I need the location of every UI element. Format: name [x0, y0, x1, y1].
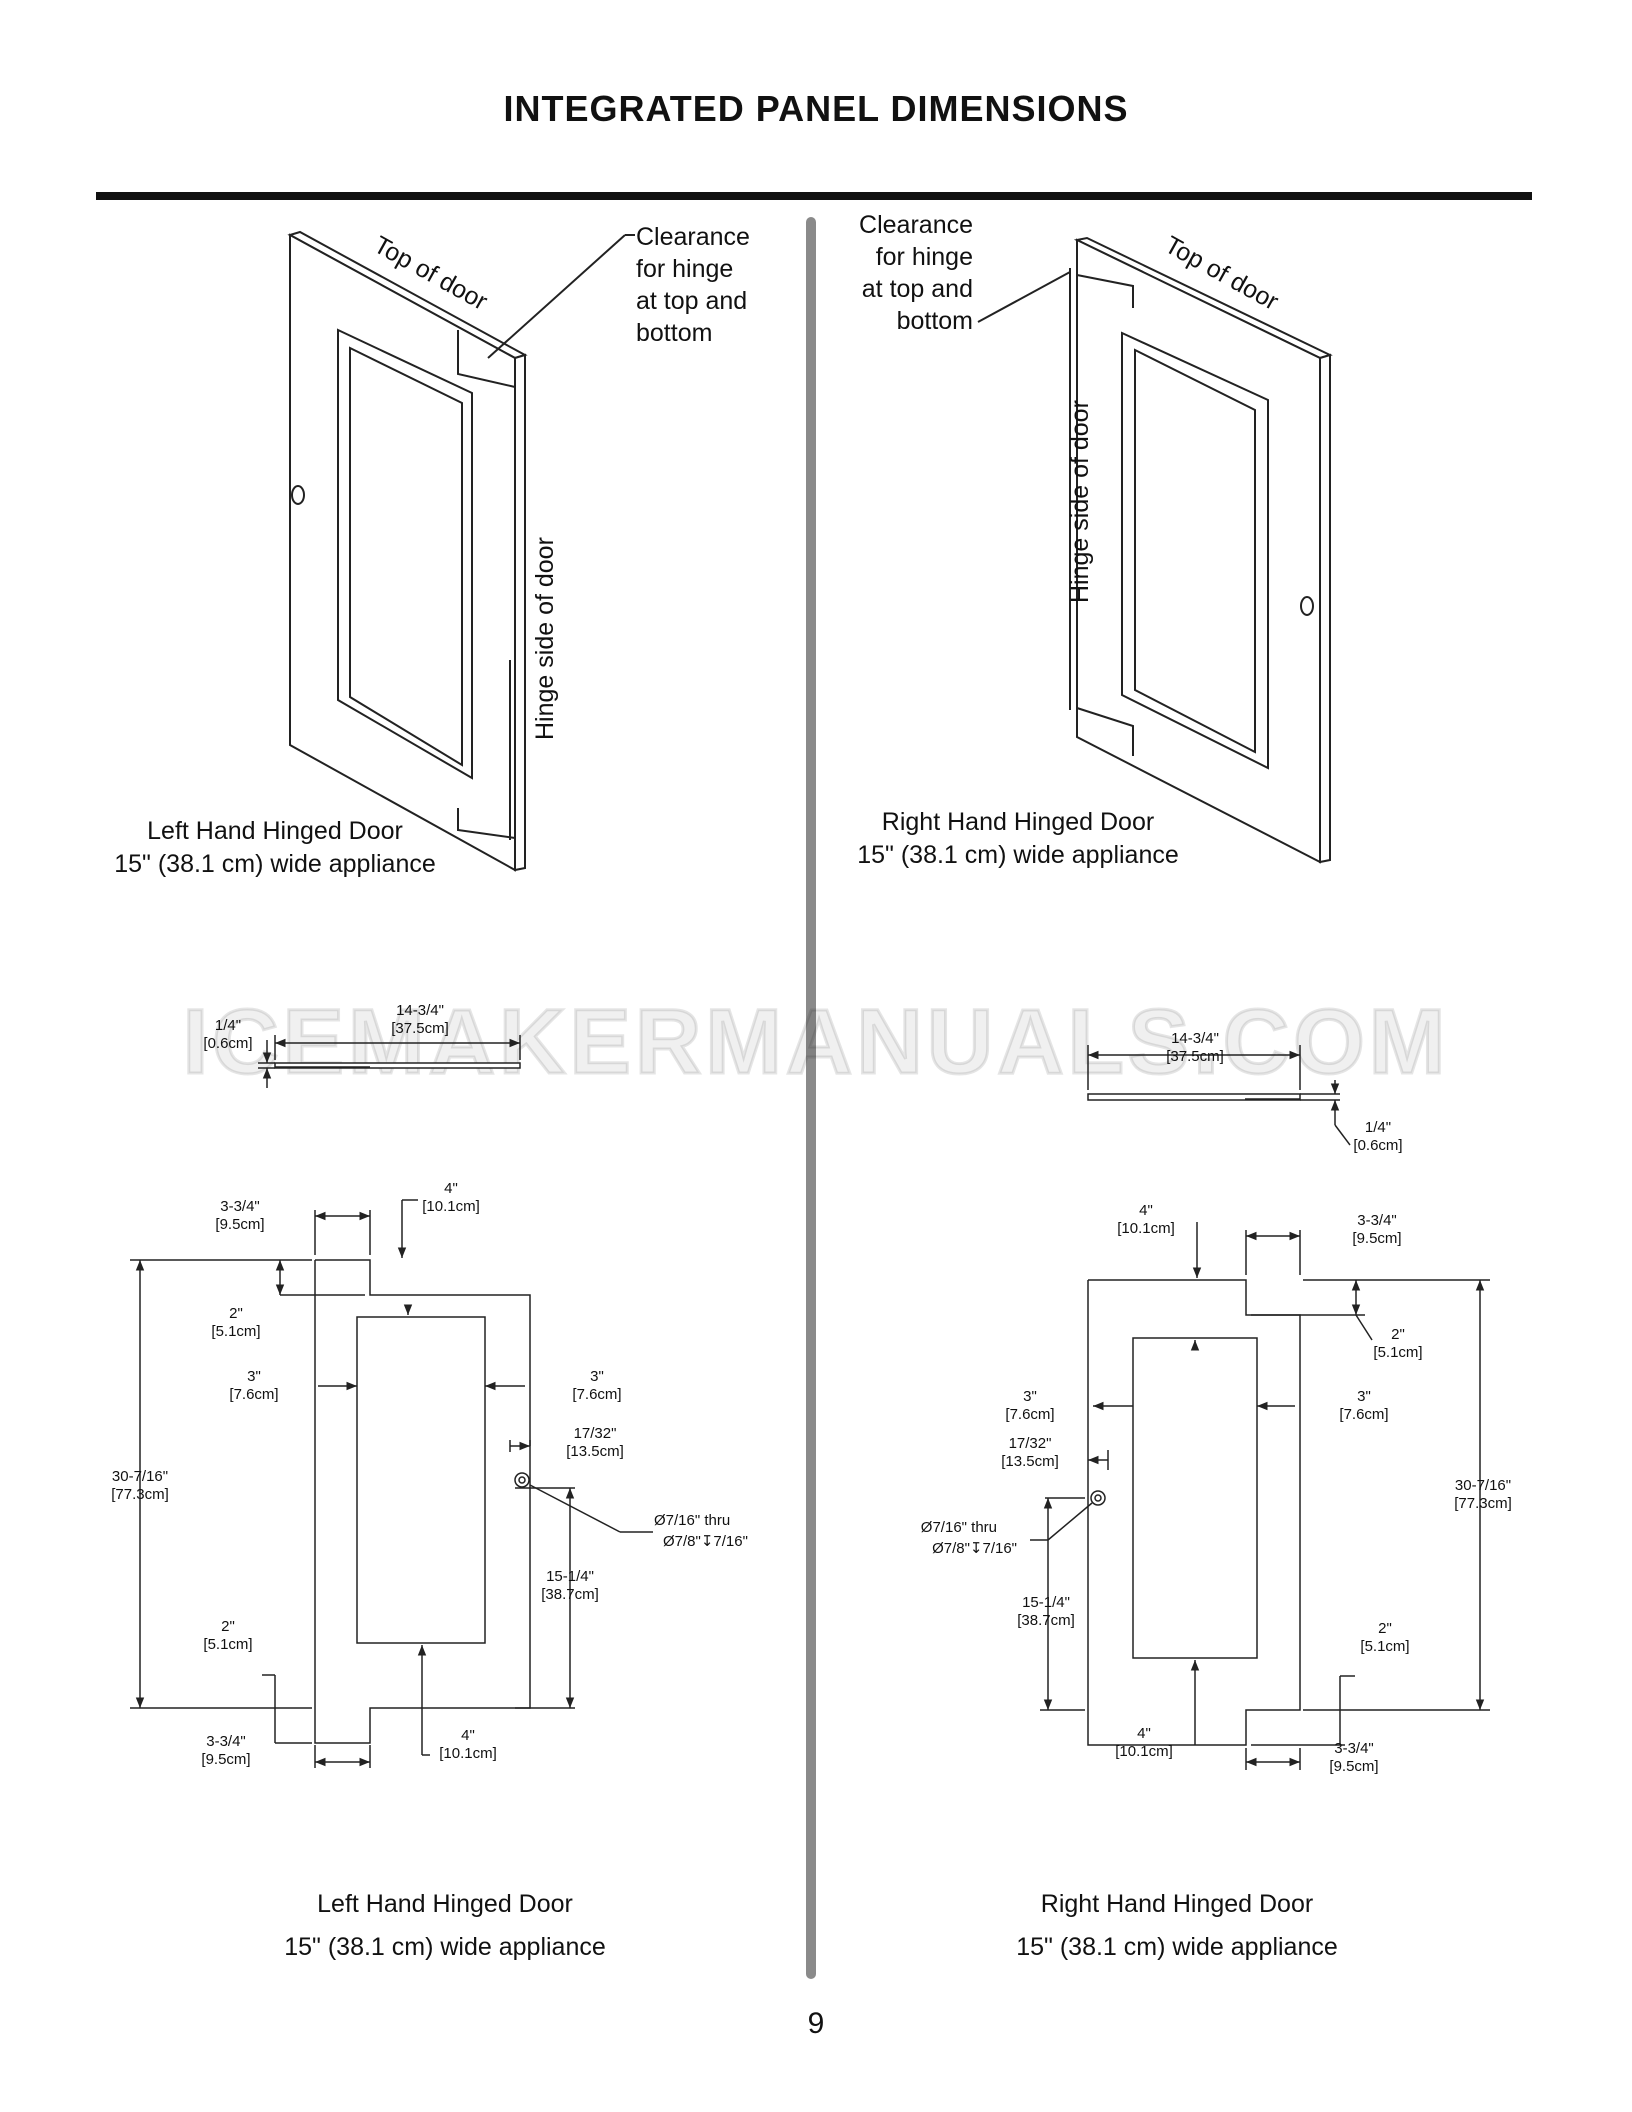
left-iso-clearance-3: at top and	[636, 287, 747, 315]
right-iso-door	[1069, 236, 1333, 864]
rf-top-rail-cm: [10.1cm]	[1117, 1220, 1175, 1237]
rf-hole-height-cm: [38.7cm]	[1017, 1612, 1075, 1629]
rf-bottom-rail-cm: [10.1cm]	[1115, 1743, 1173, 1760]
lf-notch-width: 3-3/4"	[220, 1198, 260, 1215]
rf-notch-height-bottom: 2"	[1378, 1620, 1392, 1637]
page-number: 9	[807, 2007, 825, 2040]
lf-notch-height-bottom-cm: [5.1cm]	[203, 1636, 252, 1653]
right-iso-hinge-label: Hinge side of door	[1066, 400, 1094, 603]
rf-notch-height-top-cm: [5.1cm]	[1373, 1344, 1422, 1361]
lf-caption-1: Left Hand Hinged Door	[317, 1890, 573, 1918]
lf-caption-2: 15" (38.1 cm) wide appliance	[284, 1933, 606, 1961]
lf-hole-spec-2: Ø7/8"↧7/16"	[663, 1533, 748, 1550]
rf-height: 30-7/16"	[1455, 1477, 1511, 1494]
lf-notch-width-bottom-cm: [9.5cm]	[201, 1751, 250, 1768]
left-iso-caption-1: Left Hand Hinged Door	[147, 817, 403, 845]
right-iso-clearance-2: for hinge	[876, 243, 973, 271]
rf-hole-offset-cm: [13.5cm]	[1001, 1453, 1059, 1470]
right-iso-caption-1: Right Hand Hinged Door	[882, 808, 1154, 836]
rf-notch-width-bottom-cm: [9.5cm]	[1329, 1758, 1378, 1775]
rf-right-stile: 3"	[1357, 1388, 1371, 1405]
rf-height-cm: [77.3cm]	[1454, 1495, 1512, 1512]
lf-notch-height-top: 2"	[229, 1305, 243, 1322]
rf-left-stile-cm: [7.6cm]	[1005, 1406, 1054, 1423]
rf-top-rail: 4"	[1139, 1202, 1153, 1219]
left-iso-clearance-2: for hinge	[636, 255, 733, 283]
right-iso-clearance-3: at top and	[862, 275, 973, 303]
title-rule	[96, 192, 1532, 200]
lf-hole-spec-1: Ø7/16" thru	[654, 1512, 730, 1529]
page-title: INTEGRATED PANEL DIMENSIONS	[503, 88, 1129, 129]
lf-right-stile: 3"	[590, 1368, 604, 1385]
right-edge-thickness: 1/4"	[1365, 1119, 1391, 1136]
lf-notch-width-bottom: 3-3/4"	[206, 1733, 246, 1750]
rf-hole-offset: 17/32"	[1009, 1435, 1052, 1452]
lf-height-cm: [77.3cm]	[111, 1486, 169, 1503]
right-edge-width: 14-3/4"	[1171, 1030, 1219, 1047]
lf-hole-offset-cm: [13.5cm]	[566, 1443, 624, 1460]
lf-notch-height-top-cm: [5.1cm]	[211, 1323, 260, 1340]
lf-height: 30-7/16"	[112, 1468, 168, 1485]
right-edge-width-cm: [37.5cm]	[1166, 1048, 1224, 1065]
lf-left-stile: 3"	[247, 1368, 261, 1385]
left-iso-caption-2: 15" (38.1 cm) wide appliance	[114, 850, 436, 878]
left-edge-width-cm: [37.5cm]	[391, 1020, 449, 1037]
right-iso-clearance-4: bottom	[897, 307, 973, 335]
right-iso-clearance-1: Clearance	[859, 211, 973, 239]
left-edge-width: 14-3/4"	[396, 1002, 444, 1019]
rf-notch-width: 3-3/4"	[1357, 1212, 1397, 1229]
column-divider	[806, 217, 816, 1979]
lf-top-rail: 4"	[444, 1180, 458, 1197]
rf-notch-height-top: 2"	[1391, 1326, 1405, 1343]
rf-right-stile-cm: [7.6cm]	[1339, 1406, 1388, 1423]
right-iso-caption-2: 15" (38.1 cm) wide appliance	[857, 841, 1179, 869]
rf-hole-spec-2: Ø7/8"↧7/16"	[932, 1540, 1017, 1557]
lf-top-rail-cm: [10.1cm]	[422, 1198, 480, 1215]
rf-caption-1: Right Hand Hinged Door	[1041, 1890, 1313, 1918]
lf-notch-width-cm: [9.5cm]	[215, 1216, 264, 1233]
left-iso-clearance-4: bottom	[636, 319, 712, 347]
lf-hole-height: 15-1/4"	[546, 1568, 594, 1585]
lf-notch-height-bottom: 2"	[221, 1618, 235, 1635]
right-front-view	[1030, 1222, 1490, 1770]
left-iso-door	[287, 230, 528, 872]
rf-bottom-rail: 4"	[1137, 1725, 1151, 1742]
rf-hole-spec-1: Ø7/16" thru	[921, 1519, 997, 1536]
left-edge-view	[258, 1035, 521, 1088]
lf-right-stile-cm: [7.6cm]	[572, 1386, 621, 1403]
rf-notch-width-bottom: 3-3/4"	[1334, 1740, 1374, 1757]
rf-caption-2: 15" (38.1 cm) wide appliance	[1016, 1933, 1338, 1961]
lf-bottom-rail-cm: [10.1cm]	[439, 1745, 497, 1762]
rf-notch-width-cm: [9.5cm]	[1352, 1230, 1401, 1247]
rf-hole-height: 15-1/4"	[1022, 1594, 1070, 1611]
rf-left-stile: 3"	[1023, 1388, 1037, 1405]
left-edge-thickness: 1/4"	[215, 1017, 241, 1034]
left-iso-clearance-1: Clearance	[636, 223, 750, 251]
left-front-view	[130, 1199, 653, 1768]
lf-left-stile-cm: [7.6cm]	[229, 1386, 278, 1403]
left-edge-thickness-cm: [0.6cm]	[203, 1035, 252, 1052]
lf-bottom-rail: 4"	[461, 1727, 475, 1744]
right-edge-thickness-cm: [0.6cm]	[1353, 1137, 1402, 1154]
lf-hole-offset: 17/32"	[574, 1425, 617, 1442]
rf-notch-height-bottom-cm: [5.1cm]	[1360, 1638, 1409, 1655]
left-iso-hinge-label: Hinge side of door	[531, 537, 559, 740]
lf-hole-height-cm: [38.7cm]	[541, 1586, 599, 1603]
right-edge-view	[1087, 1045, 1351, 1146]
